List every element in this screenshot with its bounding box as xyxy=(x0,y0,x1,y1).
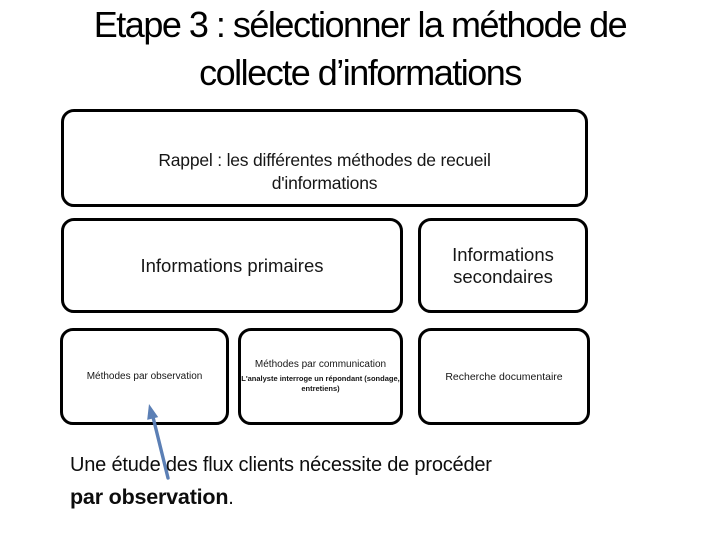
box-methodes-par-observation-label: Méthodes par observation xyxy=(86,371,203,382)
conclusion-line-1: Une étude des flux clients nécessite de … xyxy=(70,454,492,476)
box-rappel-line-2: d'informations xyxy=(271,173,378,193)
box-rappel: Rappel : les différentes méthodes de rec… xyxy=(61,109,588,207)
conclusion-period: . xyxy=(228,487,234,509)
box-methodes-par-communication-title: Méthodes par communication xyxy=(254,359,387,370)
conclusion-bold-text: par observation xyxy=(70,485,229,509)
box-informations-primaires: Informations primaires xyxy=(61,218,403,313)
box-informations-primaires-label: Informations primaires xyxy=(140,254,324,276)
box-methodes-par-communication-subtitle: L'analyste interroge un répondant (sonda… xyxy=(241,374,399,394)
page-title: Etape 3 : sélectionner la méthode de col… xyxy=(0,1,720,97)
box-rappel-line-1: Rappel : les différentes méthodes de rec… xyxy=(158,150,491,170)
box-informations-secondaires-line-2: secondaires xyxy=(453,265,553,287)
page-title-line-2: collecte d’informations xyxy=(199,52,522,93)
box-methodes-par-communication: Méthodes par communication L'analyste in… xyxy=(238,328,403,425)
box-methodes-par-communication-subtitle-line-1: L'analyste interroge un répondant (sonda… xyxy=(241,374,400,383)
arrow-up-icon xyxy=(147,404,170,480)
box-informations-secondaires: Informations secondaires xyxy=(418,218,588,313)
box-recherche-documentaire: Recherche documentaire xyxy=(418,328,590,425)
box-methodes-par-observation: Méthodes par observation xyxy=(60,328,229,425)
box-recherche-documentaire-label: Recherche documentaire xyxy=(445,370,563,383)
box-informations-secondaires-line-1: Informations xyxy=(452,243,554,265)
box-methodes-par-communication-subtitle-line-2: entretiens) xyxy=(301,384,340,393)
page-title-line-1: Etape 3 : sélectionner la méthode de xyxy=(93,4,628,45)
conclusion-line-2: par observation. xyxy=(70,481,690,514)
conclusion-text: Une étude des flux clients nécessite de … xyxy=(70,449,690,514)
